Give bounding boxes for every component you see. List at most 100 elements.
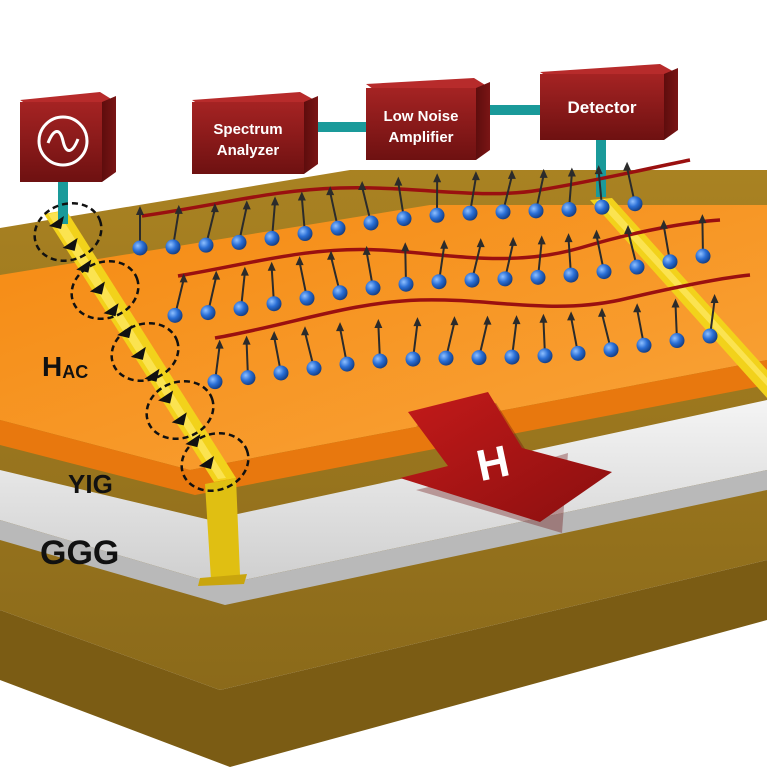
spin-arrow-head [174, 204, 183, 214]
spin-sphere [530, 269, 546, 285]
hac-field-arrowhead [117, 325, 133, 339]
hac-field-arrowhead [49, 216, 64, 229]
spin-arrow-head [215, 339, 224, 349]
spin-sphere [231, 234, 247, 250]
spin-arrow-head [240, 266, 249, 276]
hac-field-arrowhead [130, 346, 146, 360]
spin-arrow-head [537, 235, 546, 245]
spin-sphere [594, 199, 610, 215]
spin-sphere [464, 272, 480, 288]
spin-arrow-head [671, 298, 680, 308]
spin-sphere [266, 296, 282, 312]
hac-field-loops [33, 201, 250, 493]
hac-field-arrowhead [199, 456, 214, 469]
spin-arrow-head [401, 242, 410, 252]
spin-sphere [596, 264, 612, 280]
spin-sphere [264, 230, 280, 246]
spin-arrow-head [136, 206, 144, 215]
spin-sphere [233, 301, 249, 317]
spin-arrow-head [270, 330, 279, 340]
spin-wave-envelopes [141, 158, 751, 340]
spin-arrow-head [567, 167, 576, 177]
spin-sphere [497, 271, 513, 287]
hac-field-arrowhead [171, 412, 187, 426]
spin-arrow-head [592, 229, 601, 239]
hac-label-sub: AC [62, 362, 88, 382]
yig-label: YIG [68, 469, 113, 499]
spectrum-analyzer-label-line2: Analyzer [217, 142, 280, 159]
spin-sphere [363, 215, 379, 231]
signal-source-box [20, 92, 116, 182]
ggg-layer [0, 400, 767, 605]
spin-sphere [561, 201, 577, 217]
spin-arrow-head [539, 168, 548, 178]
spin-sphere [396, 211, 412, 227]
low-noise-amplifier-box: Low Noise Amplifier [366, 78, 490, 160]
spin-sphere [240, 370, 256, 386]
spin-sphere [299, 290, 315, 306]
spin-arrow-head [297, 191, 306, 201]
spin-sphere [297, 226, 313, 242]
spin-arrow-head [301, 326, 310, 336]
spin-arrow-head [710, 294, 719, 304]
spin-arrow-head [624, 225, 633, 235]
spin-sphere [438, 350, 454, 366]
spin-arrow-head [440, 239, 449, 249]
spin-array [132, 161, 719, 390]
spin-arrow-head [295, 256, 304, 266]
spin-arrow-head [539, 313, 548, 323]
hac-label: HAC [42, 351, 88, 382]
spin-sphere [429, 207, 445, 223]
spin-arrow-head [374, 319, 383, 329]
spin-arrow-head [594, 165, 603, 175]
hac-field-arrowhead [62, 237, 78, 251]
spin-sphere [636, 337, 652, 353]
spin-arrow-head [471, 171, 480, 181]
output-antenna [590, 198, 767, 398]
spin-arrow-head [659, 219, 668, 229]
spin-sphere [627, 196, 643, 212]
hac-label-main: H [42, 351, 62, 382]
spin-arrow-head [179, 273, 188, 283]
connectors [58, 105, 606, 224]
spin-sphere [132, 240, 148, 256]
spin-sphere [339, 356, 355, 372]
low-noise-amplifier-label-line1: Low Noise [383, 108, 458, 125]
spin-arrow-head [598, 307, 607, 317]
detector-label: Detector [568, 98, 637, 117]
hac-field-arrowhead [103, 303, 119, 317]
hac-field-arrowhead [158, 390, 174, 404]
hac-field-arrows [49, 216, 214, 469]
spin-sphere [431, 274, 447, 290]
spin-arrow-head [512, 315, 521, 325]
spin-sphere [165, 239, 181, 255]
spin-sphere [495, 204, 511, 220]
spin-sphere [306, 360, 322, 376]
spin-sphere [570, 345, 586, 361]
spin-arrow-head [564, 233, 573, 243]
spin-sphere [603, 342, 619, 358]
spin-arrow-head [509, 236, 518, 246]
spin-arrow-head [267, 261, 276, 271]
spin-arrow-head [358, 180, 367, 190]
low-noise-amplifier-label-line2: Amplifier [388, 129, 453, 146]
hac-field-arrowhead [185, 434, 201, 448]
bias-field-arrow: H [400, 392, 612, 533]
spin-sphere [198, 237, 214, 253]
ggg-label: GGG [40, 534, 119, 572]
spin-sphere [332, 285, 348, 301]
input-antenna [44, 210, 247, 586]
spin-arrow-head [450, 316, 459, 326]
spin-sphere [462, 205, 478, 221]
spin-sphere [167, 307, 183, 323]
spin-arrow-head [476, 238, 485, 248]
spin-sphere [669, 333, 685, 349]
spin-sphere [695, 248, 711, 264]
spin-arrow-head [483, 315, 492, 325]
spin-sphere [200, 305, 216, 321]
spin-sphere [537, 348, 553, 364]
spin-arrow-head [326, 186, 335, 196]
spin-arrow-head [242, 200, 251, 210]
hac-field-arrowhead [89, 281, 105, 295]
